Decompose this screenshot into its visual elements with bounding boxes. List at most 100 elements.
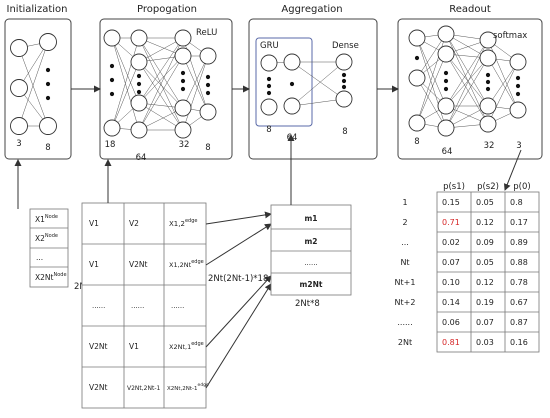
output-cell: 0.87: [510, 318, 528, 327]
neuron: [130, 29, 148, 47]
output-cell: 0.12: [476, 218, 494, 227]
output-cell: 0.8: [510, 198, 523, 207]
ellipsis-dot: [341, 84, 347, 90]
ellipsis-dot: [485, 86, 491, 92]
neuron: [437, 119, 455, 137]
output-row-label: ...: [401, 238, 409, 247]
layer-count-readout-output: 3: [516, 141, 521, 151]
ellipsis-dot: [443, 86, 449, 92]
connection: [291, 61, 345, 107]
connection: [445, 57, 489, 129]
ellipsis-dot: [341, 72, 347, 78]
neuron: [408, 114, 426, 132]
ellipsis-dot: [485, 72, 491, 78]
ellipsis-dot: [180, 86, 186, 92]
output-column-header: p(s2): [477, 182, 499, 192]
output-cell: 0.07: [442, 258, 460, 267]
neuron: [174, 29, 192, 47]
output-row-label: 2Nt: [398, 338, 412, 347]
connection: [18, 47, 49, 127]
neuron: [10, 117, 28, 135]
connection: [138, 55, 184, 104]
connection: [487, 61, 519, 125]
connection: [182, 55, 209, 113]
layer-count-agg-gru-hidden: 64: [287, 133, 298, 143]
node-feature-table: X1Node X2Node ... X2NtNode: [29, 208, 69, 288]
output-row-label: Nt: [400, 258, 409, 267]
neuron: [260, 98, 278, 116]
edge-cell: ......: [92, 302, 105, 310]
connection: [445, 39, 489, 107]
neuron: [130, 53, 148, 71]
edge-cell: X2Nt,1edge: [169, 341, 204, 351]
output-row-label: Nt+2: [395, 298, 416, 307]
neuron: [10, 79, 28, 97]
message-size-label: 2Nt*8: [295, 299, 320, 309]
ellipsis-dot: [515, 91, 521, 97]
message-row-ellipsis: ......: [304, 259, 317, 267]
layer-count-prop-hidden2: 32: [179, 140, 190, 150]
edge-feature-size-label: 2Nt(2Nt-1)*18: [208, 274, 268, 284]
edge-cell: X2Nt,2Nt-1edge: [167, 382, 209, 392]
neuron: [408, 69, 426, 87]
dense-label: Dense: [332, 41, 359, 51]
output-column-header: p(0): [513, 182, 530, 192]
ellipsis-dot: [109, 77, 115, 83]
connection: [445, 53, 489, 125]
layer-count-prop-hidden1: 64: [136, 153, 147, 163]
output-row-label: Nt+1: [395, 278, 416, 287]
ellipsis-dot: [45, 67, 51, 73]
neuron: [174, 121, 192, 139]
ellipsis-dot: [266, 76, 272, 82]
edge-table: V1 V2 X1,2edge V1 V2Nt X1,2Ntedge ......…: [81, 202, 209, 409]
output-cell: 0.02: [442, 238, 460, 247]
ellipsis-dot: [109, 91, 115, 97]
connection: [182, 55, 209, 131]
neuron: [479, 31, 497, 49]
connection: [111, 37, 140, 104]
neuron: [199, 47, 217, 65]
neuron: [509, 53, 527, 71]
neuron: [39, 117, 57, 135]
neuron: [199, 103, 217, 121]
ellipsis-dot: [443, 70, 449, 76]
neuron: [10, 39, 28, 57]
output-cell: 0.16: [510, 338, 528, 347]
output-cell: 0.89: [510, 238, 528, 247]
connection: [138, 61, 184, 109]
ellipsis-dot: [205, 74, 211, 80]
message-table: m1 m2 ...... m2Nt: [270, 204, 352, 296]
connection: [138, 55, 184, 131]
neuron: [174, 99, 192, 117]
network-neurons: [10, 25, 527, 139]
neuron: [437, 45, 455, 63]
neuron: [130, 94, 148, 112]
connection: [291, 61, 345, 100]
ellipsis-dot: [443, 78, 449, 84]
connection: [138, 37, 184, 109]
neuron: [39, 33, 57, 51]
output-row-label: 1: [402, 198, 407, 207]
neuron: [283, 97, 301, 115]
ellipsis-dot: [205, 90, 211, 96]
neuron: [408, 29, 426, 47]
output-cell: 0.05: [476, 258, 494, 267]
message-row-2: m2: [304, 237, 317, 246]
stage-title-initialization: Initialization: [7, 4, 68, 15]
layer-count-readout-input: 8: [414, 137, 419, 147]
layer-count-init-input: 3: [16, 139, 21, 149]
output-cell: 0.15: [442, 198, 460, 207]
connection: [18, 41, 49, 127]
output-cell: 0.81: [442, 338, 460, 347]
arrow-edge-row-to-message: [205, 211, 272, 225]
activation-label-softmax: softmax: [493, 31, 527, 41]
activation-label-relu: ReLU: [196, 28, 217, 38]
ellipsis-dot: [180, 70, 186, 76]
edge-cell: ......: [171, 302, 184, 310]
connection: [138, 61, 184, 131]
output-cell: 0.06: [442, 318, 460, 327]
connection: [182, 55, 209, 109]
layer-count-agg-gru-input: 8: [266, 125, 271, 135]
